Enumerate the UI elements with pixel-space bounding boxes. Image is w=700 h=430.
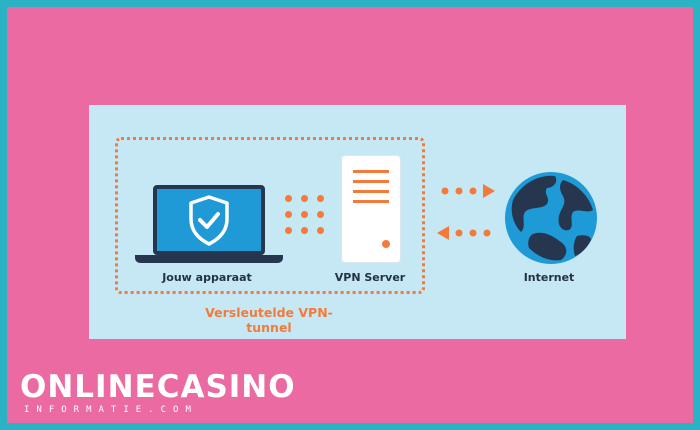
server-slot [353, 190, 389, 193]
pink-frame: Jouw apparaat VPN Server [7, 7, 693, 423]
dot [301, 227, 308, 234]
brand-logo-text: ONLINECASINO [20, 369, 296, 405]
dot [317, 195, 324, 202]
dot [285, 227, 292, 234]
arrow-left-icon [437, 226, 491, 240]
internet-label: Internet [523, 271, 575, 284]
laptop-icon [131, 185, 283, 269]
vpn-tunnel-border [115, 137, 425, 294]
vpn-diagram-panel: Jouw apparaat VPN Server [89, 105, 626, 339]
server-icon [342, 156, 400, 262]
server-label: VPN Server [334, 271, 406, 284]
arrow-right-icon [441, 184, 495, 198]
laptop-base [135, 255, 283, 263]
connection-dots [285, 195, 327, 237]
server-slot [353, 180, 389, 183]
dot [285, 195, 292, 202]
dot [285, 211, 292, 218]
tunnel-label: Versleutelde VPN-tunnel [205, 305, 333, 335]
device-label: Jouw apparaat [162, 271, 252, 284]
laptop-screen [153, 185, 265, 255]
dot [301, 211, 308, 218]
brand-logo-subtext: INFORMATIE.COM [24, 405, 198, 415]
dot [317, 211, 324, 218]
server-slot [353, 200, 389, 203]
server-led [382, 240, 390, 248]
dot [301, 195, 308, 202]
globe-icon [505, 172, 597, 264]
dot [317, 227, 324, 234]
server-slot [353, 170, 389, 173]
shield-check-icon [189, 195, 229, 246]
